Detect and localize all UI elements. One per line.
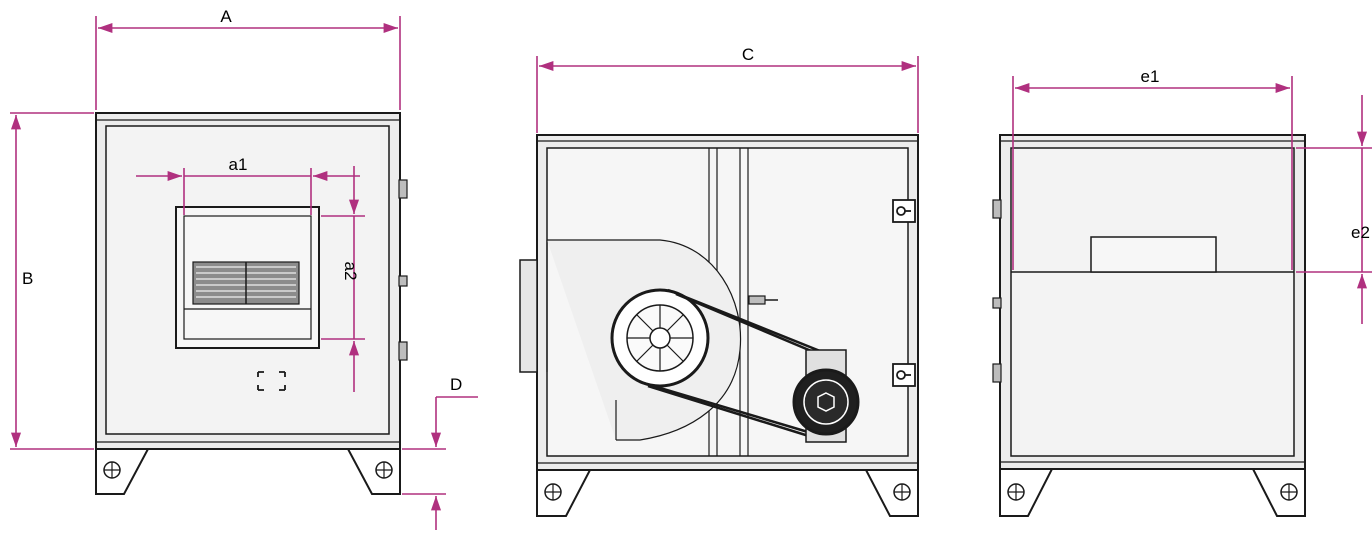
outlet-opening [1090,236,1217,273]
outlet-collar [519,259,538,373]
hinge [398,341,408,361]
front-dimensions [10,16,478,530]
dim-label-c: C [742,45,754,64]
side-dimensions [536,56,919,133]
foot-left [999,468,1054,517]
hinge [398,275,408,287]
foot-left [95,448,150,495]
dim-label-b: B [22,269,33,288]
rear-view [992,134,1306,517]
dim-label-d: D [450,375,462,394]
rear-panel [1010,147,1295,457]
dim-label-e2: e2 [1351,223,1370,242]
foot-right [346,448,401,495]
rear-dimensions [1012,76,1372,324]
door-latch-icon [892,199,916,223]
foot-right [1251,468,1306,517]
front-view [95,112,408,495]
side-view [519,134,919,517]
door-latch-icon [892,363,916,387]
hinge [398,179,408,199]
hinge [992,199,1002,219]
dim-label-a2: a2 [341,262,360,281]
foot-right [864,469,919,517]
dim-label-e1: e1 [1141,67,1160,86]
inlet-inner [183,215,312,340]
hinge [992,297,1002,309]
foot-left [536,469,592,517]
dim-label-a: A [220,7,232,26]
hinge [992,363,1002,383]
dim-label-a1: a1 [229,155,248,174]
tensioner [748,295,766,305]
mounting-marks [257,371,286,391]
